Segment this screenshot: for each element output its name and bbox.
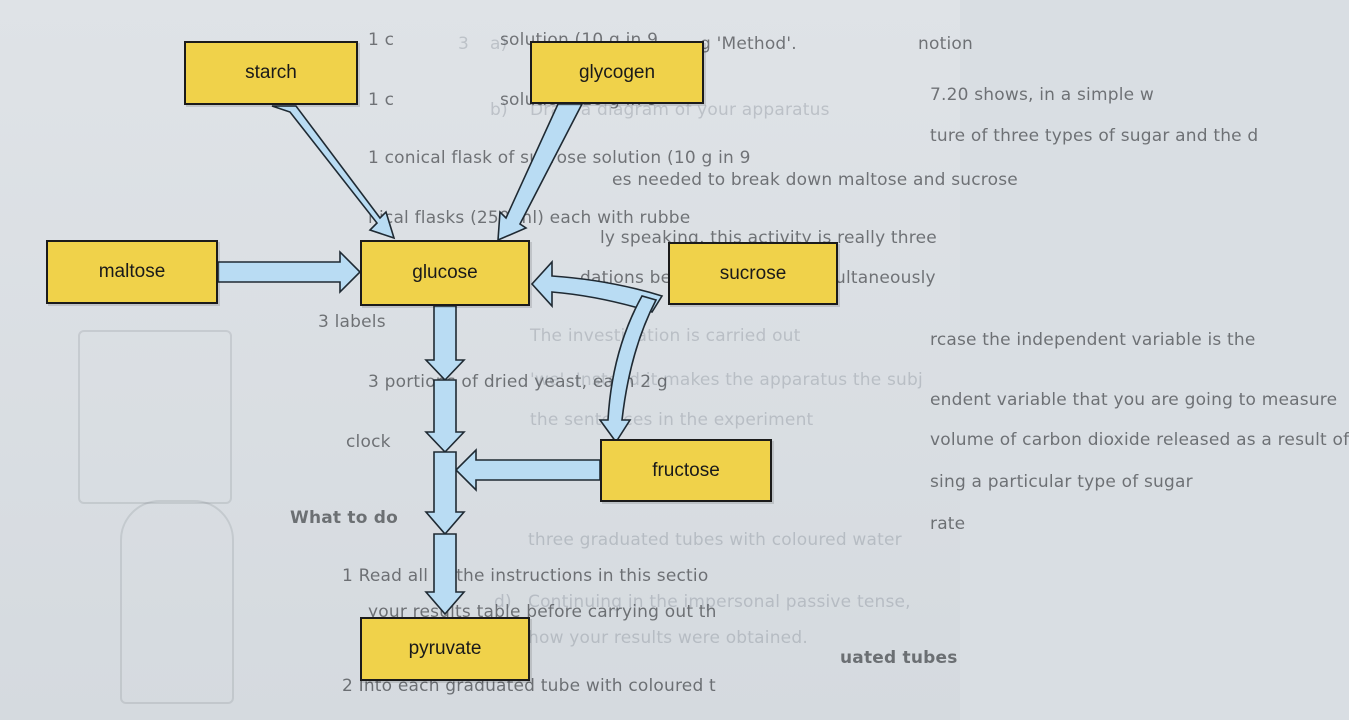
bg-text: notion — [918, 34, 973, 54]
flask-outline — [120, 500, 234, 704]
node-label: fructose — [652, 459, 720, 481]
node-label: maltose — [98, 261, 166, 282]
bg-text: how your results were obtained. — [528, 628, 808, 648]
bg-text: nical flasks (250 ml) each with rubbe — [368, 208, 691, 228]
bg-text: the sentences in the experiment — [530, 410, 814, 430]
arrow-sucrose-to-fructose — [598, 295, 658, 444]
node-maltose: maltose — [46, 240, 218, 304]
bg-text: b) — [490, 100, 508, 120]
bg-text: volume of carbon dioxide released as a r… — [930, 430, 1349, 450]
node-label: glycogen — [578, 61, 656, 83]
node-fructose: fructose — [600, 439, 772, 502]
arrow-sucrose-to-glucose — [530, 259, 664, 313]
bg-text: clock — [346, 432, 391, 452]
arrow-glucose-to-pyruvate — [424, 305, 466, 616]
bg-text: Continuing in the impersonal passive ten… — [528, 592, 911, 612]
bg-text: endent variable that you are going to me… — [930, 390, 1338, 410]
node-glycogen: glycogen — [530, 41, 704, 104]
bg-text: What to do — [290, 508, 398, 528]
node-sucrose: sucrose — [668, 242, 838, 305]
bg-text: g 'Method'. — [700, 34, 797, 54]
bg-text: 3 — [458, 34, 470, 54]
arrow-layer: .arrow { fill: #b9dcf3; stroke: #1f2a33;… — [217, 103, 664, 616]
bg-text: uated tubes — [840, 648, 958, 668]
node-starch: starch — [184, 41, 358, 105]
bg-text: three graduated tubes with coloured wate… — [528, 530, 902, 550]
node-label: glucose — [412, 262, 478, 283]
arrow-glycogen-to-glucose — [497, 103, 584, 242]
bg-text: ture of three types of sugar and the d — [930, 126, 1259, 146]
bg-text: sing a particular type of sugar — [930, 472, 1193, 492]
bg-text: d) — [494, 592, 512, 612]
bg-text: a) — [490, 34, 508, 54]
arrow-maltose-to-glucose — [217, 250, 362, 294]
bg-text: rate — [930, 514, 966, 534]
bg-text: 1 c — [368, 30, 395, 50]
node-pyruvate: pyruvate — [360, 617, 530, 681]
bg-text: Draw a diagram of your apparatus — [530, 100, 830, 120]
arrow-fructose-to-chain — [454, 448, 601, 492]
bg-text: 1 c — [368, 90, 395, 110]
bg-text: 2 Into each graduated tube with coloured… — [342, 676, 716, 696]
arrow-starch-to-glucose — [271, 105, 396, 240]
node-label: starch — [245, 62, 297, 83]
bg-text: The investigation is carried out — [530, 326, 801, 346]
bg-text: 7.20 shows, in a simple w — [930, 85, 1154, 105]
bg-text: es needed to break down maltose and sucr… — [612, 170, 1018, 190]
bg-text: 1 conical flask of sucrose solution (10 … — [368, 148, 751, 168]
bg-text: 3 labels — [318, 312, 386, 332]
node-label: sucrose — [719, 262, 787, 284]
bg-text: rcase the independent variable is the — [930, 330, 1256, 350]
node-label: pyruvate — [408, 638, 482, 659]
node-glucose: glucose — [360, 240, 530, 306]
